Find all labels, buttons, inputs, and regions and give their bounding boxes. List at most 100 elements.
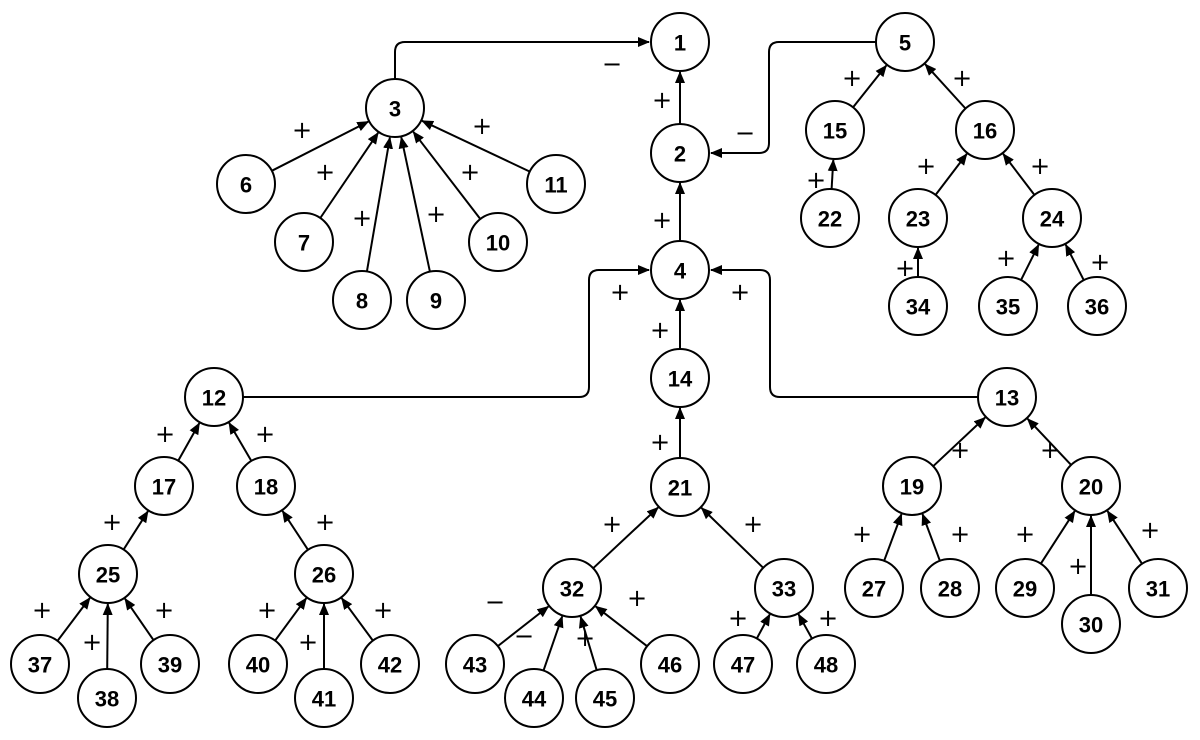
node-label-39: 39 (158, 653, 182, 678)
edge-sign-47-to-33: + (728, 604, 748, 632)
node-circle-14 (650, 348, 710, 408)
node-circle-6 (216, 154, 276, 214)
node-circle-16 (955, 100, 1015, 160)
node-circle-43 (445, 634, 505, 694)
node-label-31: 31 (1146, 577, 1170, 602)
node-label-5: 5 (899, 31, 911, 56)
edge-sign-39-to-25: + (154, 596, 174, 624)
edge-sign-24-to-16: + (1030, 152, 1050, 180)
edge-sign-11-to-3: + (472, 112, 492, 140)
node-13: 13 (977, 367, 1037, 427)
edge-sign-18-to-12: + (255, 420, 275, 448)
edge-28-to-19 (921, 513, 941, 562)
node-6: 6 (216, 154, 276, 214)
node-label-7: 7 (298, 231, 310, 256)
node-label-9: 9 (430, 289, 442, 314)
node-circle-22 (800, 188, 860, 248)
node-circle-4 (650, 240, 710, 300)
edge-sign-17-to-12: + (155, 420, 175, 448)
node-circle-11 (526, 154, 586, 214)
edge-46-to-32 (594, 605, 648, 647)
edge-sign-48-to-33: + (818, 604, 838, 632)
node-label-33: 33 (772, 577, 796, 602)
node-circle-27 (844, 558, 904, 618)
edge-sign-7-to-3: + (315, 158, 335, 186)
node-circle-3 (365, 78, 425, 138)
edge-sign-43-to-32: − (485, 588, 505, 616)
edge-22-to-15 (827, 159, 838, 190)
node-46: 46 (640, 634, 700, 694)
node-circle-13 (977, 367, 1037, 427)
node-label-35: 35 (996, 295, 1020, 320)
node-circle-24 (1022, 188, 1082, 248)
node-circle-34 (888, 276, 948, 336)
node-label-45: 45 (593, 687, 617, 712)
node-circle-42 (360, 634, 420, 694)
node-40: 40 (228, 634, 288, 694)
node-label-24: 24 (1040, 207, 1065, 232)
node-circle-2 (650, 123, 710, 183)
node-label-10: 10 (486, 231, 510, 256)
edge-sign-4-to-2: + (652, 206, 672, 234)
node-label-44: 44 (522, 687, 547, 712)
node-circle-18 (236, 456, 296, 516)
node-label-20: 20 (1079, 475, 1103, 500)
node-label-30: 30 (1079, 613, 1103, 638)
node-circle-37 (10, 634, 70, 694)
node-circle-47 (713, 634, 773, 694)
node-17: 17 (134, 456, 194, 516)
node-circle-36 (1067, 276, 1127, 336)
node-circle-10 (468, 212, 528, 272)
node-32: 32 (542, 558, 602, 618)
node-15: 15 (805, 100, 865, 160)
node-circle-28 (920, 558, 980, 618)
node-circle-31 (1128, 558, 1188, 618)
node-12: 12 (184, 367, 244, 427)
edge-8-to-3 (365, 136, 393, 272)
node-37: 37 (10, 634, 70, 694)
edge-23-to-16 (934, 153, 968, 196)
node-26: 26 (294, 544, 354, 604)
node-label-19: 19 (900, 475, 924, 500)
edge-15-to-5 (852, 64, 888, 108)
edge-17-to-12 (177, 422, 201, 462)
node-circle-32 (542, 558, 602, 618)
node-circle-1 (650, 12, 710, 72)
edge-sign-5-to-2: − (735, 119, 755, 147)
node-circle-5 (875, 12, 935, 72)
edge-24-to-16 (1002, 153, 1036, 196)
node-16: 16 (955, 100, 1015, 160)
edge-18-to-12 (228, 422, 253, 462)
edge-16-to-5 (924, 63, 967, 110)
node-10: 10 (468, 212, 528, 272)
edge-sign-27-to-19: + (852, 520, 872, 548)
edge-sign-25-to-17: + (102, 508, 122, 536)
edge-sign-45-to-32: + (575, 624, 595, 652)
node-label-38: 38 (95, 687, 119, 712)
edge-sign-20-to-13: + (1040, 436, 1060, 464)
node-label-36: 36 (1085, 295, 1109, 320)
node-circle-21 (650, 457, 710, 517)
edge-12-to-4 (243, 265, 650, 398)
edge-26-to-18 (281, 510, 309, 551)
node-18: 18 (236, 456, 296, 516)
node-27: 27 (844, 558, 904, 618)
node-30: 30 (1061, 594, 1121, 654)
edge-38-to-25 (102, 603, 113, 670)
edge-sign-21-to-14: + (650, 428, 670, 456)
node-circle-45 (575, 668, 635, 728)
edge-sign-29-to-20: + (1015, 520, 1035, 548)
node-21: 21 (650, 457, 710, 517)
edge-sign-15-to-5: + (842, 64, 862, 92)
edge-sign-46-to-32: + (627, 584, 647, 612)
node-label-34: 34 (906, 295, 931, 320)
node-label-27: 27 (862, 577, 886, 602)
node-5: 5 (875, 12, 935, 72)
node-35: 35 (978, 276, 1038, 336)
node-33: 33 (754, 558, 814, 618)
edge-sign-9-to-3: + (426, 200, 446, 228)
node-8: 8 (332, 270, 392, 330)
edge-48-to-33 (797, 613, 813, 640)
node-label-22: 22 (818, 207, 842, 232)
